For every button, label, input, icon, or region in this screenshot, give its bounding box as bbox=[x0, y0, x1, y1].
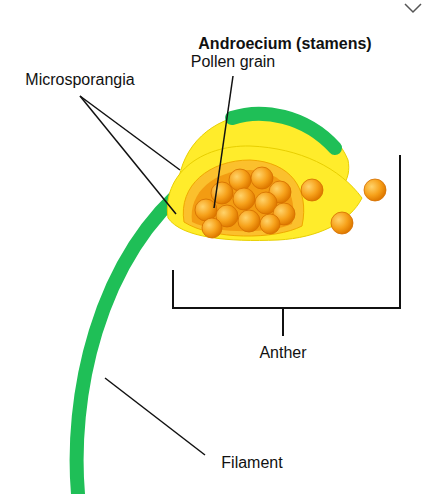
chevron-icon bbox=[405, 4, 421, 12]
connective-band bbox=[232, 114, 335, 148]
part-label: Pollen grain bbox=[191, 52, 276, 71]
diagram-title: Androecium (stamens) bbox=[198, 34, 371, 53]
filament-shape bbox=[77, 182, 192, 494]
microsporangium bbox=[183, 160, 303, 236]
anther-lobe bbox=[167, 146, 362, 240]
part-label: Filament bbox=[221, 453, 282, 472]
part-label: Microsporangia bbox=[25, 70, 134, 89]
part-label: Anther bbox=[259, 343, 306, 362]
leader-lines bbox=[80, 76, 233, 455]
pollen-grains bbox=[195, 167, 386, 238]
anther-bracket bbox=[173, 155, 400, 336]
